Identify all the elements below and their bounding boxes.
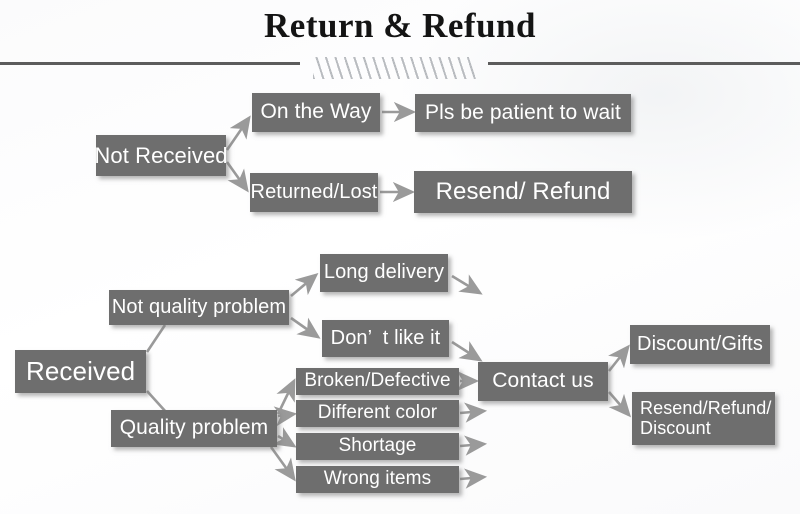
node-broken-defective[interactable]: Broken/Defective [296, 368, 459, 395]
node-wrong-items[interactable]: Wrong items [296, 466, 459, 493]
arrow-shortage-to-contact-us [459, 435, 488, 456]
node-not-quality-problem[interactable]: Not quality problem [109, 290, 289, 325]
node-resend-refund-discount[interactable]: Resend/Refund/ Discount [632, 392, 775, 445]
line-received-to-not-quality-problem [145, 324, 167, 353]
arrow-dont-like-it-to-contact-us [451, 340, 483, 362]
node-on-the-way[interactable]: On the Way [252, 93, 380, 132]
arrow-wrong-items-to-contact-us [459, 468, 488, 489]
node-dont-like-it[interactable]: Don’ t like it [322, 320, 449, 357]
page-title: Return & Refund [264, 6, 536, 45]
arrow-not-quality-to-long-delivery [290, 272, 319, 297]
arrow-not-received-to-on-the-way [225, 115, 251, 151]
node-resend-refund[interactable]: Resend/ Refund [414, 171, 632, 213]
node-quality-problem[interactable]: Quality problem [111, 410, 277, 447]
node-pls-be-patient-to-wait[interactable]: Pls be patient to wait [415, 94, 631, 132]
arrow-not-received-to-returned-lost [225, 161, 249, 193]
node-long-delivery[interactable]: Long delivery [320, 254, 448, 292]
diagonal-hatch-divider-icon [313, 57, 476, 79]
divider-rule-right [488, 62, 800, 65]
node-discount-gifts[interactable]: Discount/Gifts [630, 325, 770, 364]
arrow-long-delivery-to-contact-us [451, 274, 483, 295]
node-not-received[interactable]: Not Received [94, 135, 228, 176]
line-received-to-quality-problem [146, 390, 167, 413]
arrow-different-color-to-contact-us [459, 402, 488, 423]
arrow-contact-us-to-discount-gifts [607, 344, 630, 372]
node-different-color[interactable]: Different color [296, 400, 459, 427]
arrow-quality-to-wrong-items [269, 446, 296, 482]
title-divider [0, 57, 800, 79]
arrow-contact-us-to-resend-refund-discount [608, 391, 632, 418]
arrow-quality-to-broken-defective [276, 378, 296, 415]
arrow-quality-to-different-color [273, 406, 298, 427]
arrow-quality-to-shortage [272, 427, 297, 448]
divider-rule-left [0, 62, 300, 65]
arrow-not-quality-to-dont-like-it [290, 316, 321, 339]
node-returned-lost[interactable]: Returned/Lost [250, 173, 378, 212]
node-shortage[interactable]: Shortage [296, 433, 459, 460]
node-contact-us[interactable]: Contact us [478, 362, 608, 401]
node-received[interactable]: Received [15, 350, 146, 393]
